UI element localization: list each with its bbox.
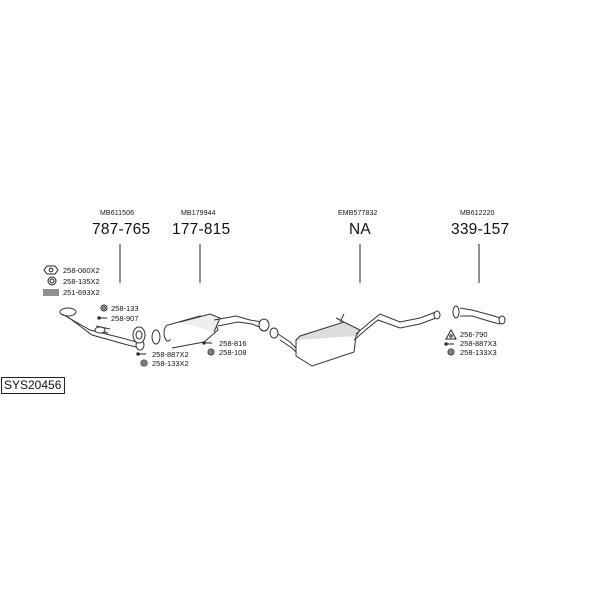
hardware-label: 258-060X2 [63,266,100,275]
tail-pipe-part[interactable] [452,305,506,325]
part-number-2[interactable]: 177-815 [172,221,231,238]
nut-icon [43,265,59,275]
part-number-1[interactable]: 787-765 [92,221,151,238]
front-pipe-part[interactable] [59,307,145,351]
part-number-3[interactable]: NA [349,221,371,238]
front-flange-gasket[interactable] [132,326,146,344]
triangle-gasket-icon [445,328,457,340]
oem-number-2: MB179944 [181,210,216,217]
oem-number-1: MB611506 [100,210,135,217]
hardware-label: 258-887X2 [152,350,189,359]
bolt-icon [444,342,454,346]
oem-number-3: EMB577832 [338,210,378,217]
oem-number-4: MB612220 [460,210,495,217]
hardware-label: 258-135X2 [63,277,100,286]
hardware-label: 258-108 [219,348,247,357]
part-number-4[interactable]: 339-157 [451,221,510,238]
hardware-label: 258-887X3 [460,339,497,348]
gasket-ring-icon [207,348,215,356]
bolt-icon [136,352,146,356]
hardware-label: 258-133X3 [460,348,497,357]
gasket-ring-icon [47,276,57,286]
diagram-id-label: SYS20456 [1,377,66,394]
bolt-icon [97,316,107,320]
gasket-ring-icon [140,359,148,367]
hardware-label: 258-816 [219,339,247,348]
hardware-label: 258-133 [111,304,139,313]
spring-icon [43,289,59,296]
gasket-ring-icon [100,304,108,312]
gasket-ring-icon [447,348,455,356]
hardware-label: 258-907 [111,314,139,323]
catalytic-converter-part[interactable] [151,313,270,349]
hardware-label: 256-790 [460,330,488,339]
hardware-label: 251-693X2 [63,288,100,297]
bolt-icon [202,341,212,345]
middle-muffler-part[interactable] [269,310,441,367]
hardware-label: 258-133X2 [152,359,189,368]
